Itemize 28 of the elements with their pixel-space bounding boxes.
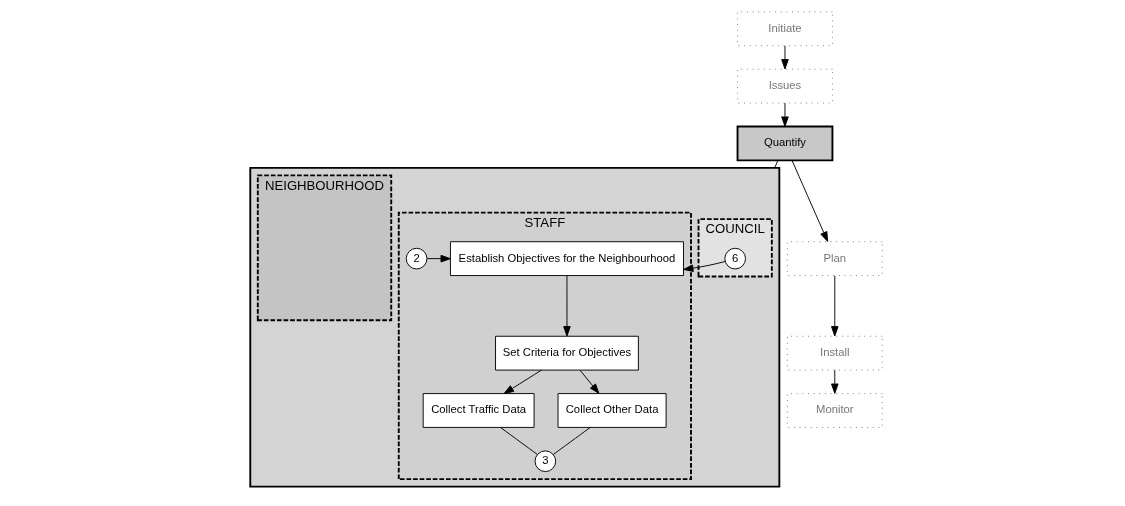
arrow: [426, 254, 451, 263]
cluster: [249, 166, 781, 488]
node-box: Establish Objectives for the Neighbourhood: [449, 241, 684, 277]
node-box: Issues: [737, 68, 833, 104]
connector: [552, 426, 591, 455]
node-box: Quantify: [736, 125, 834, 162]
node-circle: 2: [405, 247, 428, 270]
arrow: [781, 45, 789, 70]
arrow: [781, 102, 789, 127]
node-circle: 3: [534, 450, 557, 473]
arrow: [563, 275, 571, 337]
arrow: [683, 261, 726, 272]
arrow: [503, 369, 542, 395]
arrow: [831, 369, 839, 394]
connector: [774, 159, 779, 169]
arrow: [579, 369, 600, 394]
node-box: Collect Other Data: [557, 393, 667, 428]
node-box: Install: [786, 335, 883, 371]
node-box: Set Criteria for Objectives: [495, 335, 639, 371]
node-box: Plan: [786, 241, 883, 277]
connector: [500, 426, 538, 455]
node-box: NEIGHBOURHOOD: [256, 174, 393, 322]
node-box: Initiate: [737, 11, 833, 47]
node-circle: 6: [724, 247, 746, 270]
arrow: [831, 275, 839, 337]
node-box: Monitor: [786, 393, 883, 428]
node-box: Collect Traffic Data: [422, 393, 535, 428]
arrow: [791, 159, 829, 242]
